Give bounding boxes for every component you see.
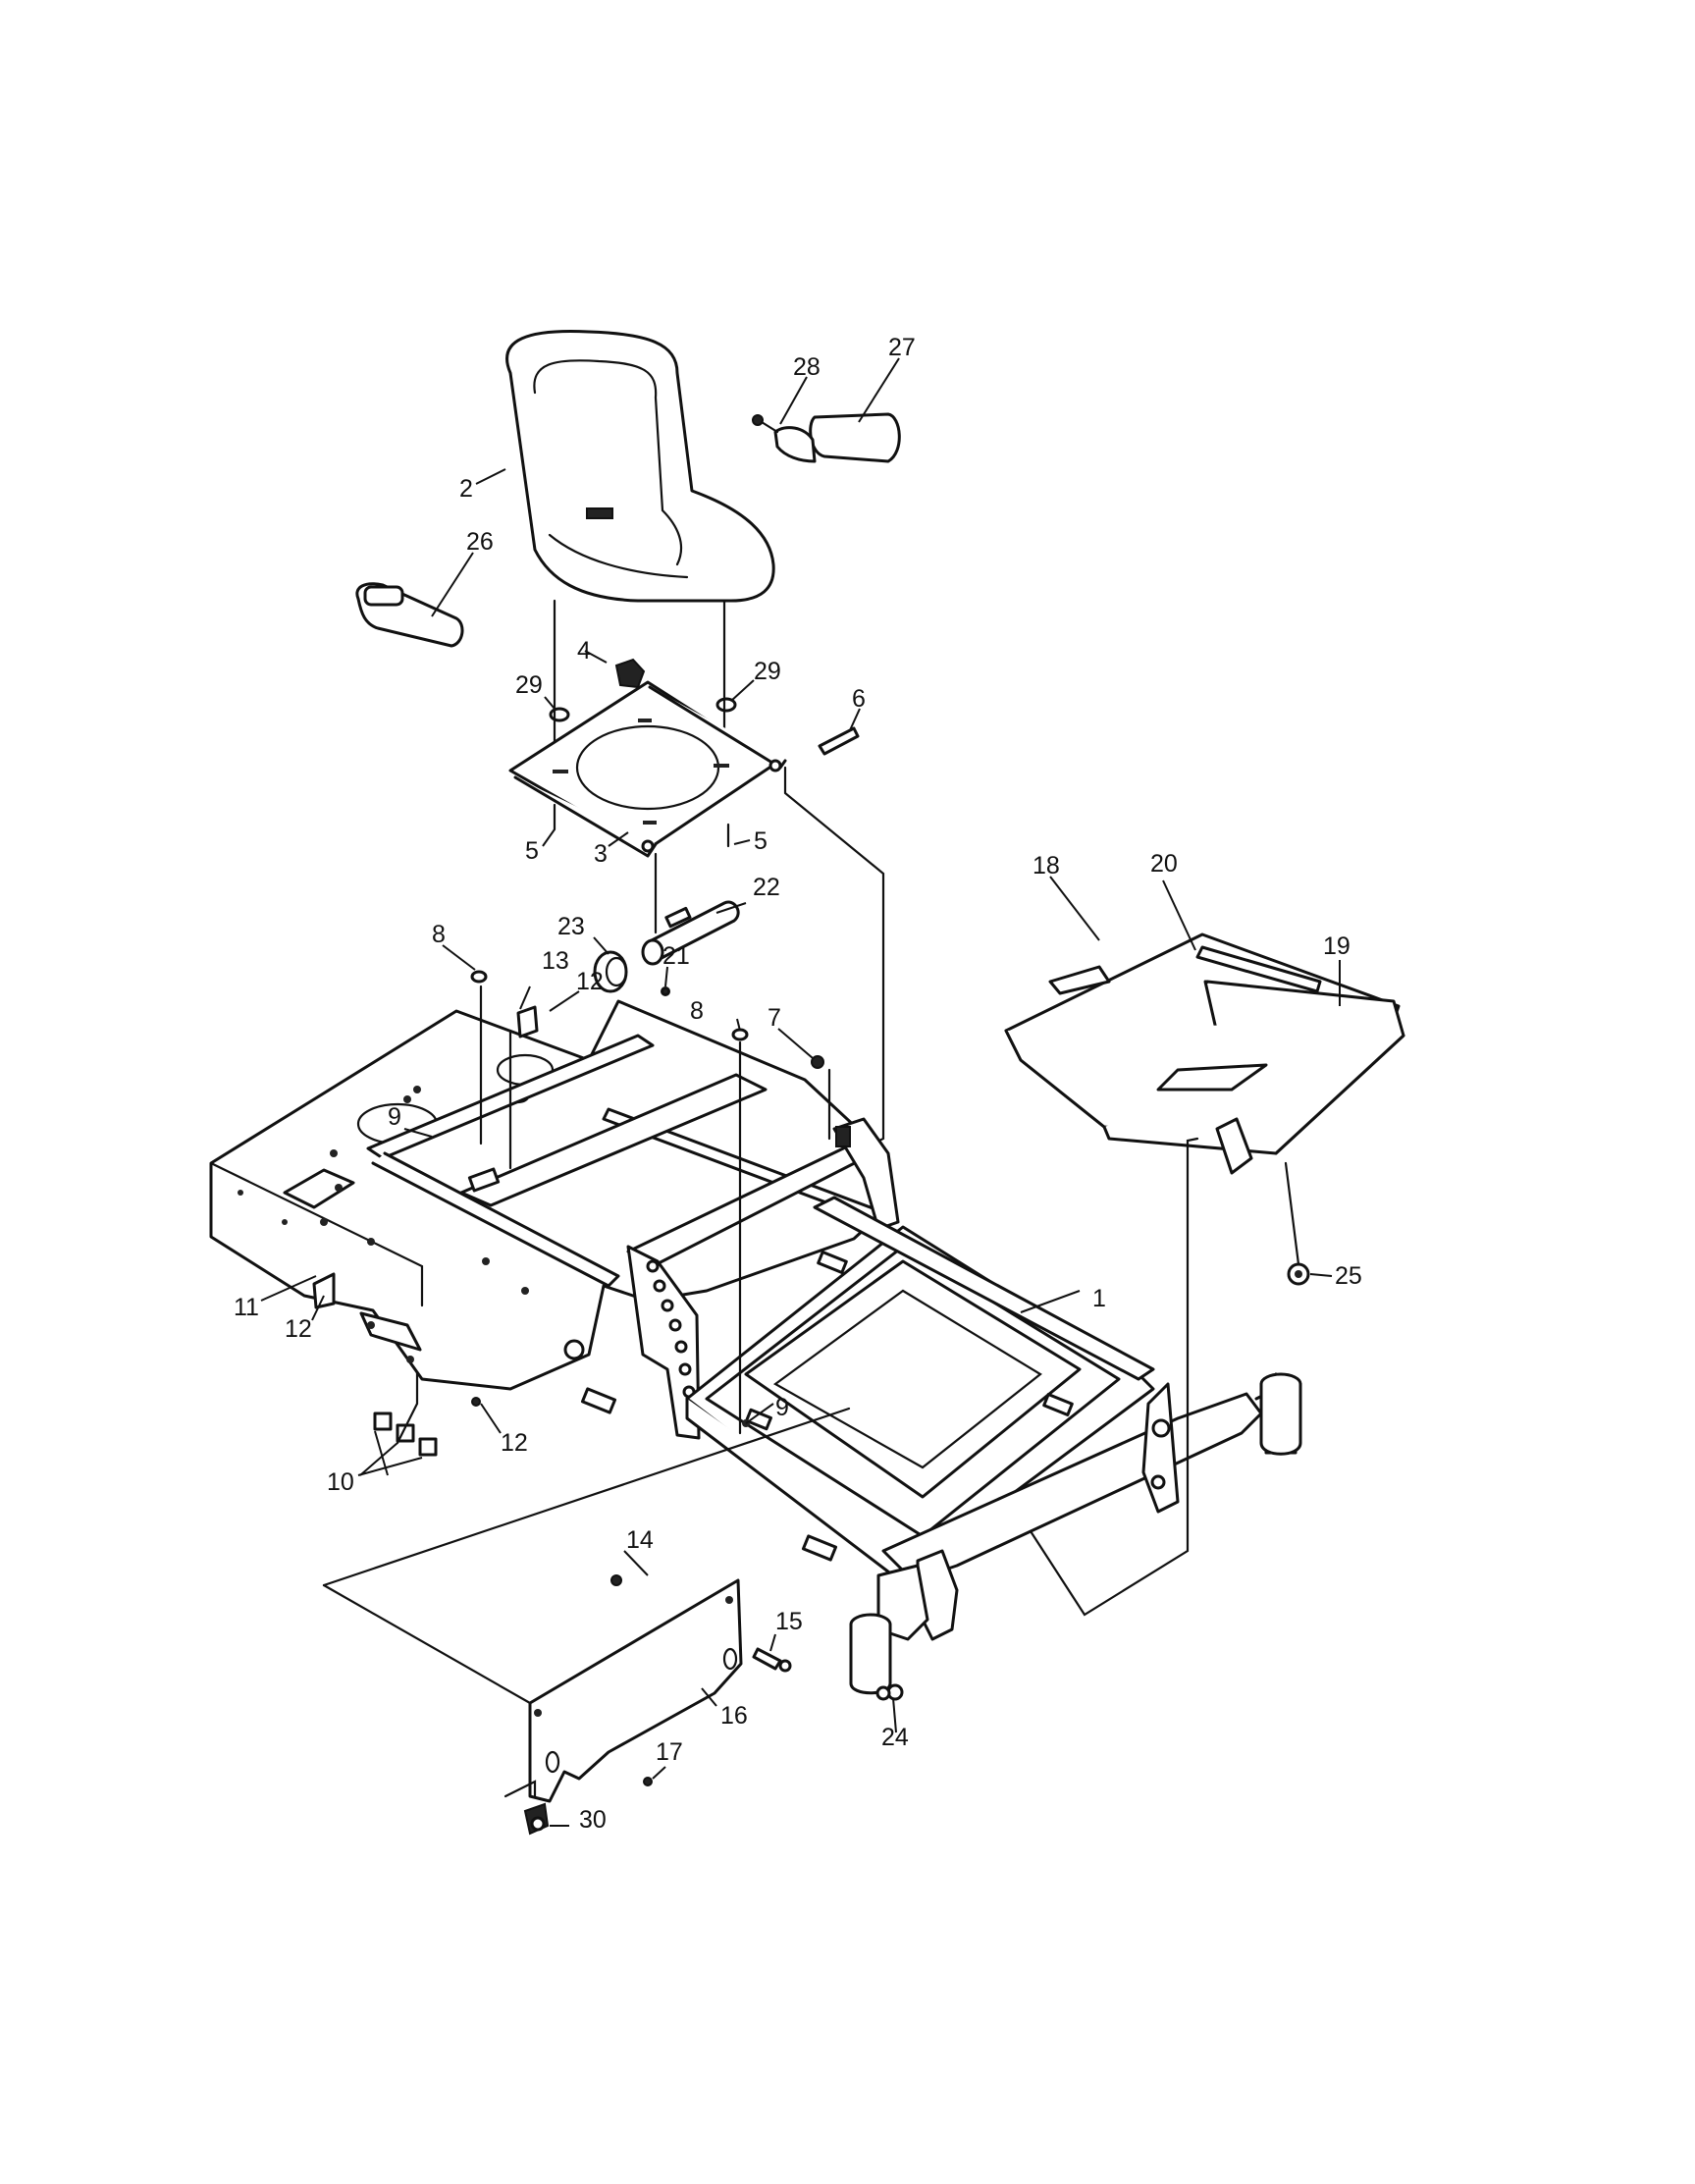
callout-1: 1 bbox=[1092, 1285, 1106, 1312]
cover-plate bbox=[528, 1578, 743, 1803]
seat-switch bbox=[614, 658, 646, 689]
callout-22: 22 bbox=[753, 874, 780, 901]
pivot-tube bbox=[641, 900, 740, 966]
callout-12-left: 12 bbox=[285, 1315, 312, 1343]
callout-5-left: 5 bbox=[525, 837, 539, 865]
callout-18: 18 bbox=[1033, 852, 1060, 879]
callout-29-left: 29 bbox=[515, 671, 543, 699]
spacer-left bbox=[549, 707, 570, 722]
callout-3: 3 bbox=[594, 840, 608, 868]
front-axle bbox=[849, 1372, 1302, 1701]
callout-10: 10 bbox=[327, 1468, 354, 1496]
callout-21: 21 bbox=[662, 942, 690, 970]
footrest bbox=[1004, 932, 1405, 1175]
callout-8-left: 8 bbox=[432, 921, 446, 948]
callout-15: 15 bbox=[775, 1608, 803, 1635]
callout-14: 14 bbox=[626, 1526, 654, 1554]
callout-28: 28 bbox=[793, 353, 821, 381]
callout-19: 19 bbox=[1323, 932, 1351, 960]
callout-2: 2 bbox=[459, 475, 473, 503]
frame-lower bbox=[580, 1196, 1155, 1577]
callout-17: 17 bbox=[656, 1738, 683, 1766]
gusset-plate bbox=[626, 1245, 701, 1440]
callout-6: 6 bbox=[852, 685, 866, 713]
hardware bbox=[312, 970, 891, 1836]
nut bbox=[1287, 1262, 1310, 1286]
bushing bbox=[593, 950, 628, 993]
callout-8-right: 8 bbox=[690, 997, 704, 1025]
seat-pan bbox=[508, 680, 787, 858]
callout-24: 24 bbox=[881, 1724, 909, 1751]
callout-4: 4 bbox=[577, 637, 591, 665]
callout-11: 11 bbox=[234, 1294, 259, 1321]
callout-26: 26 bbox=[466, 528, 494, 556]
callout-23: 23 bbox=[557, 913, 585, 940]
callout-16: 16 bbox=[720, 1702, 748, 1730]
callout-labels: 1 2 3 4 5 5 6 7 8 8 9 9 10 11 12 12 12 1… bbox=[234, 334, 1362, 1834]
armrest-right bbox=[752, 412, 901, 463]
callout-29-right: 29 bbox=[754, 658, 781, 685]
leader-lines bbox=[260, 357, 1341, 1827]
seat bbox=[505, 330, 775, 603]
callout-12-upper: 12 bbox=[576, 968, 604, 995]
callout-20: 20 bbox=[1150, 850, 1178, 878]
callout-7: 7 bbox=[768, 1004, 781, 1032]
callout-25: 25 bbox=[1335, 1262, 1362, 1290]
callout-27: 27 bbox=[888, 334, 916, 361]
callout-13: 13 bbox=[542, 947, 569, 975]
spacer-right bbox=[715, 697, 737, 713]
callout-30: 30 bbox=[579, 1806, 607, 1834]
armrest-left bbox=[355, 582, 464, 648]
callout-5-right: 5 bbox=[754, 827, 768, 855]
callout-12-bottom: 12 bbox=[501, 1429, 528, 1457]
callout-9-lower: 9 bbox=[775, 1394, 789, 1421]
callout-9-upper: 9 bbox=[388, 1103, 401, 1131]
